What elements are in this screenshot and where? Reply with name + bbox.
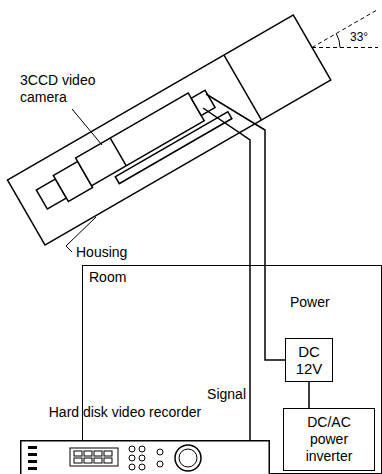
part-label: 3CCD video camera	[20, 72, 120, 106]
power-supply-box: DC 12V	[285, 338, 333, 382]
node-text: Room	[89, 269, 126, 286]
power-wire	[206, 94, 285, 360]
angle-label: 33°	[350, 30, 368, 44]
power-cable	[309, 382, 310, 408]
signal-wire	[203, 108, 250, 440]
node-text: Hard disk video recorder	[20, 404, 270, 440]
recorder-front-panel	[20, 440, 270, 474]
part-label: Housing	[76, 244, 127, 261]
leader-line	[72, 109, 102, 145]
wire-label: Power	[290, 294, 330, 311]
node-text: DC 12V	[290, 343, 328, 377]
inverter-box: DC/AC power inverter	[283, 408, 375, 471]
room-box: RoomDC 12VHard disk video recorderDC/AC …	[82, 265, 382, 474]
video-recorder: Hard disk video recorder	[20, 404, 270, 474]
node-text: DC/AC power inverter	[289, 414, 369, 465]
wire-label: Signal	[207, 386, 246, 403]
